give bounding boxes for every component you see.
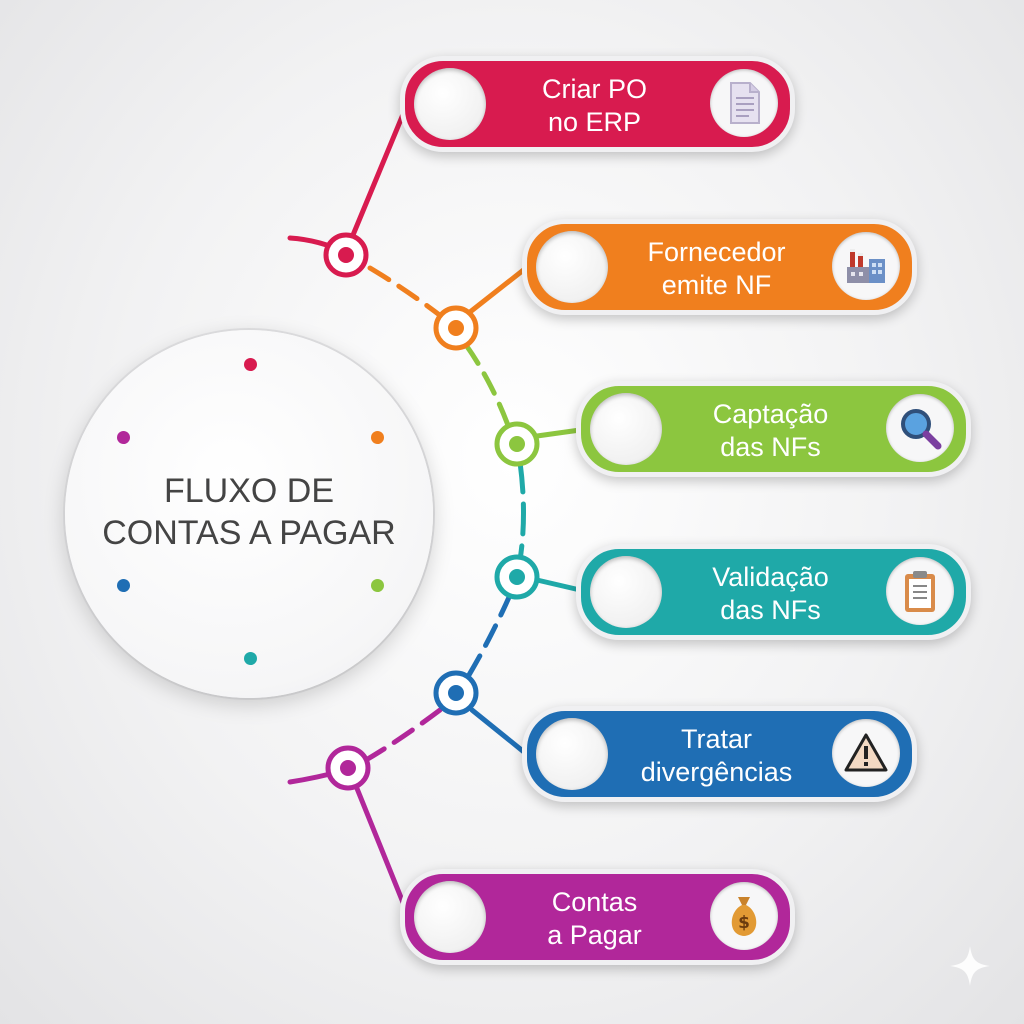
node-3 (494, 421, 540, 467)
step-icon-badge (886, 394, 954, 462)
magnifier-icon (901, 409, 942, 450)
clipboard-icon (905, 571, 935, 612)
step-pill-divergencias: Tratar divergências (522, 706, 917, 802)
step-pill-criar-po: Criar PO no ERP (400, 56, 795, 152)
step-knob (590, 556, 662, 628)
hub-dot-purple (117, 431, 130, 444)
spoke-2 (467, 265, 529, 315)
step-knob (590, 393, 662, 465)
step-label-line2: emite NF (661, 270, 772, 300)
step-label-line1: Fornecedor (647, 237, 786, 267)
node-2 (433, 305, 479, 351)
step-knob (536, 718, 608, 790)
factory-icon (847, 249, 885, 283)
step-label: Tratar divergências (615, 723, 818, 789)
hub-dot-blue (117, 579, 130, 592)
step-knob (414, 881, 486, 953)
step-label-line1: Captação (712, 399, 829, 429)
step-label-line1: Criar PO (541, 74, 647, 104)
hub-dot-teal (244, 652, 257, 665)
hub-dot-red (244, 358, 257, 371)
step-pill-captacao: Captação das NFs (576, 381, 971, 477)
spoke-5 (469, 707, 527, 755)
arc-segment-3 (463, 342, 512, 431)
step-knob (414, 68, 486, 140)
step-icon-badge (710, 69, 778, 137)
node-1 (323, 232, 369, 278)
step-icon-badge (886, 557, 954, 625)
step-label-line2: das NFs (720, 432, 821, 462)
node-4 (494, 554, 540, 600)
node-5 (433, 670, 479, 716)
money-bag-icon: $ (731, 897, 757, 936)
spoke-6 (353, 783, 407, 908)
arc-segment-4 (517, 459, 526, 563)
sparkle-icon (950, 946, 990, 986)
spoke-3 (534, 427, 583, 439)
hub-dot-orange (371, 431, 384, 444)
arc-segment-2 (367, 265, 449, 323)
hub-title: FLUXO DE CONTAS A PAGAR (65, 470, 433, 554)
node-6 (325, 745, 371, 791)
arc-segment-6 (363, 707, 443, 763)
step-pill-contas-a-pagar: Contas a Pagar $ (400, 869, 795, 965)
step-icon-badge (832, 232, 900, 300)
step-label-line2: divergências (640, 757, 793, 787)
step-icon-badge (832, 719, 900, 787)
step-label-line1: Validação (712, 562, 829, 592)
hub-circle: FLUXO DE CONTAS A PAGAR (65, 330, 433, 698)
hub-title-line2: CONTAS A PAGAR (102, 514, 396, 552)
warning-icon (844, 733, 888, 772)
step-label: Criar PO no ERP (493, 73, 696, 139)
step-pill-fornecedor: Fornecedor emite NF (522, 219, 917, 315)
step-label: Fornecedor emite NF (615, 236, 818, 302)
spoke-4 (534, 577, 583, 593)
document-icon (730, 82, 760, 124)
step-pill-validacao: Validação das NFs (576, 544, 971, 640)
step-icon-badge: $ (710, 882, 778, 950)
hub-dot-green (371, 579, 384, 592)
svg-text:$: $ (738, 913, 750, 933)
step-label: Captação das NFs (669, 398, 872, 464)
arc-segment-5 (463, 592, 513, 683)
step-label: Contas a Pagar (493, 886, 696, 952)
step-knob (536, 231, 608, 303)
step-label-line2: no ERP (547, 107, 642, 137)
hub-title-line1: FLUXO DE (163, 472, 335, 510)
spoke-1 (350, 109, 407, 238)
step-label-line1: Contas (551, 887, 638, 917)
step-label: Validação das NFs (669, 561, 872, 627)
step-label-line2: a Pagar (547, 920, 642, 950)
step-label-line2: das NFs (720, 595, 821, 625)
step-label-line1: Tratar (680, 724, 752, 754)
